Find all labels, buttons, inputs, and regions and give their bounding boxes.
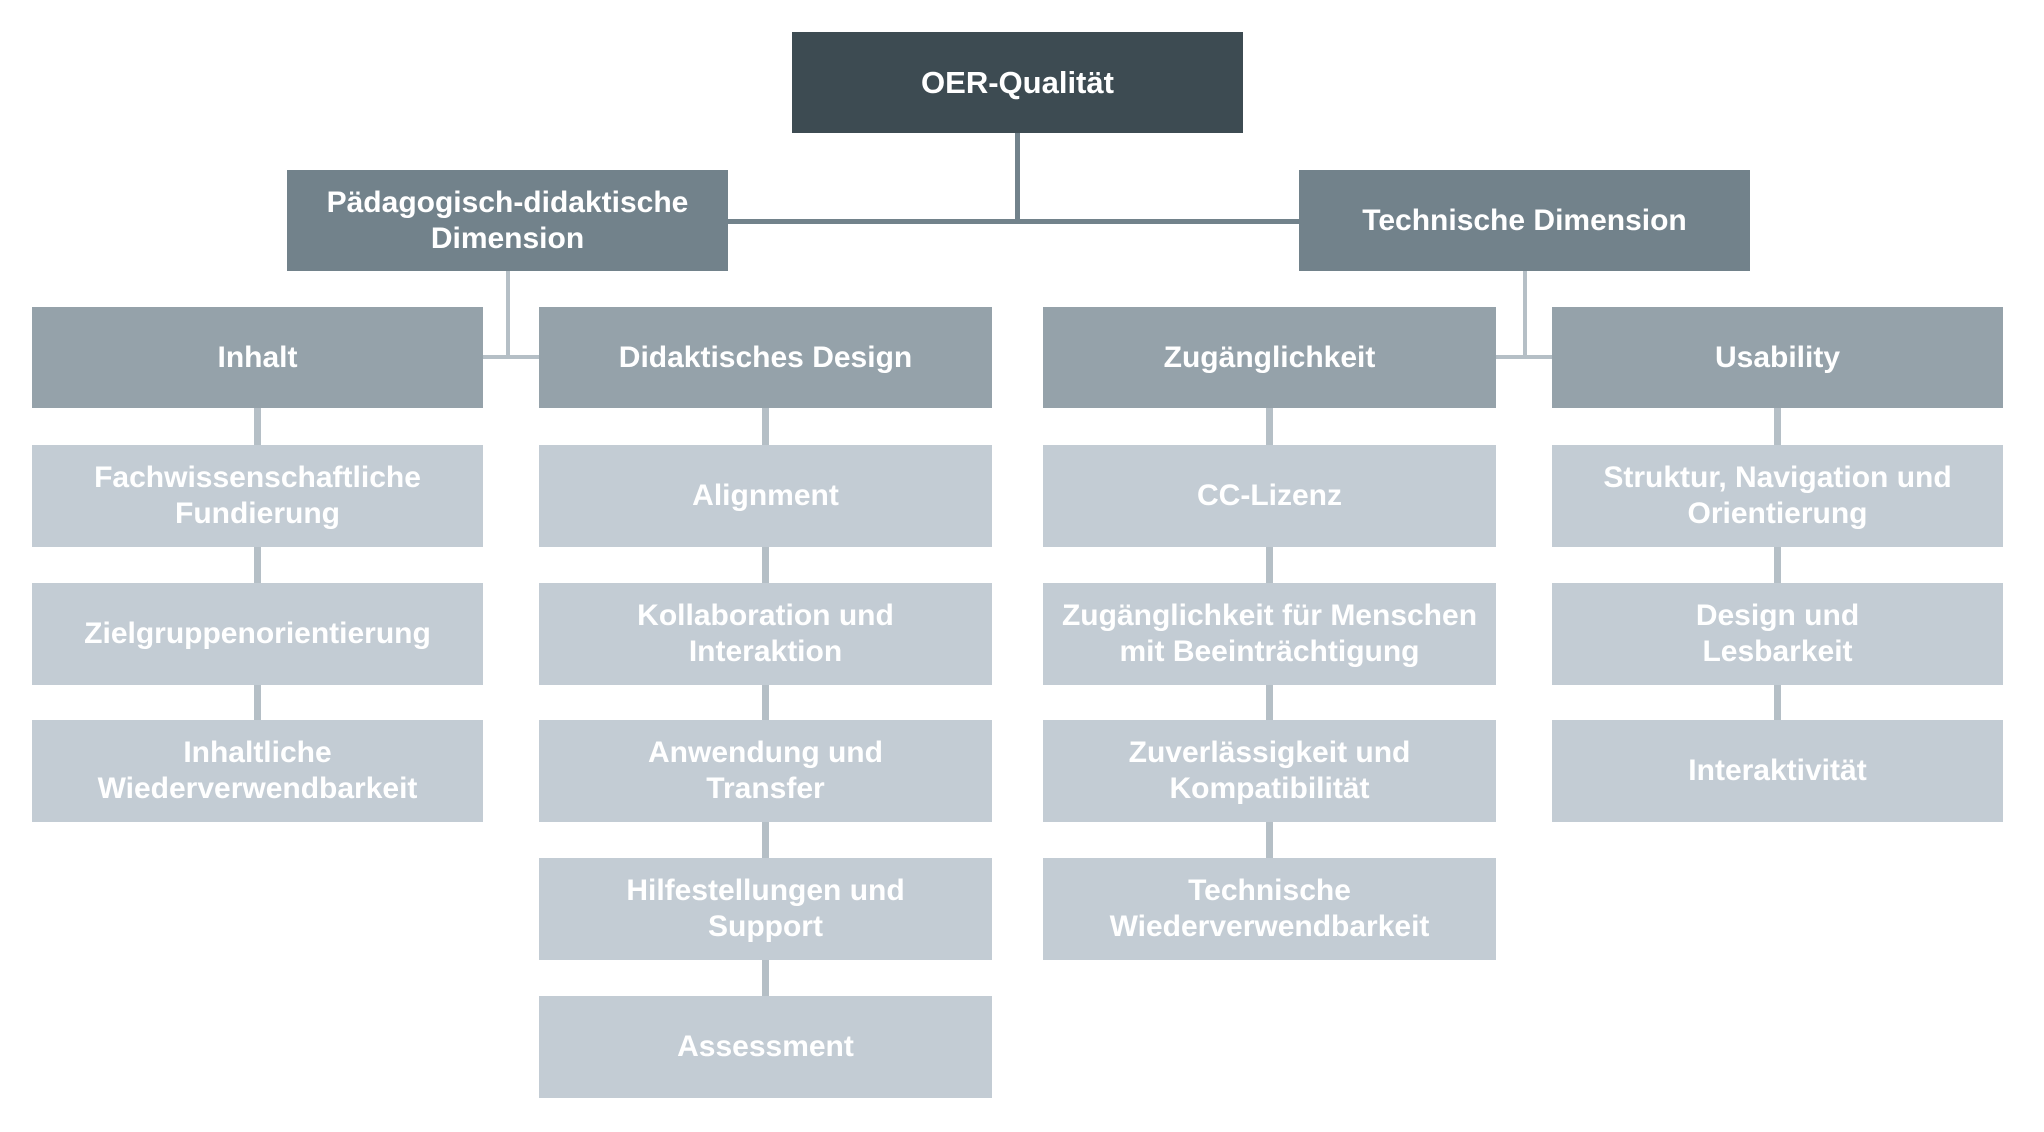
item-box-label: Technische Wiederverwendbarkeit (1109, 874, 1430, 943)
connector-didaktisches-design-1 (762, 408, 769, 445)
item-box-label: Zielgruppenorientierung (84, 617, 431, 650)
category-box-usability: Usability (1552, 307, 2003, 408)
item-box-kollaboration-und-interaktion: Kollaboration und Interaktion (539, 583, 992, 685)
item-box-label: Alignment (692, 479, 839, 512)
item-box-label: Zugänglichkeit für Menschen mit Beeinträ… (1061, 599, 1478, 668)
item-box-interaktivitaet: Interaktivität (1552, 720, 2003, 822)
connector-zugaenglichkeit-3 (1266, 684, 1273, 720)
connector-technisch-horizontal (1496, 355, 1553, 359)
dimension-box-paedagogisch-didaktisch: Pädagogisch-didaktische Dimension (287, 170, 728, 271)
item-box-assessment: Assessment (539, 996, 992, 1098)
item-box-cc-lizenz: CC-Lizenz (1043, 445, 1496, 547)
item-box-label: Interaktivität (1688, 754, 1867, 787)
item-box-zugaenglichkeit-fuer-menschen: Zugänglichkeit für Menschen mit Beeinträ… (1043, 583, 1496, 685)
connector-inhalt-1 (254, 408, 261, 445)
connector-zugaenglichkeit-4 (1266, 822, 1273, 858)
category-box-zugaenglichkeit: Zugänglichkeit (1043, 307, 1496, 408)
connector-didaktisches-design-4 (762, 822, 769, 858)
connector-root-horizontal (728, 219, 1299, 224)
category-box-didaktisches-design: Didaktisches Design (539, 307, 992, 408)
root-box-oer-qualitaet: OER-Qualität (792, 32, 1243, 133)
connector-didaktisches-design-2 (762, 547, 769, 583)
item-box-label: Zuverlässigkeit und Kompatibilität (1128, 736, 1411, 805)
item-box-alignment: Alignment (539, 445, 992, 547)
dimension-box-technisch: Technische Dimension (1299, 170, 1750, 271)
connector-paedagogisch-vertical (506, 271, 510, 359)
item-box-label: Struktur, Navigation und Orientierung (1603, 461, 1952, 530)
connector-root-vertical (1015, 133, 1020, 224)
category-box-label: Zugänglichkeit (1163, 340, 1376, 374)
item-box-label: CC-Lizenz (1197, 479, 1342, 512)
item-box-label: Kollaboration und Interaktion (637, 599, 894, 668)
category-box-inhalt: Inhalt (32, 307, 483, 408)
item-box-label: Design und Lesbarkeit (1695, 599, 1860, 668)
category-box-label: Usability (1714, 340, 1841, 374)
item-box-anwendung-und-transfer: Anwendung und Transfer (539, 720, 992, 822)
connector-technisch-vertical (1523, 271, 1527, 359)
connector-usability-1 (1774, 408, 1781, 445)
item-box-fachwissenschaftliche-fundierung: Fachwissenschaftliche Fundierung (32, 445, 483, 547)
item-box-label: Anwendung und Transfer (648, 736, 883, 805)
category-box-label: Didaktisches Design (618, 340, 913, 374)
item-box-inhaltliche-wiederverwendbarkeit: Inhaltliche Wiederverwendbarkeit (32, 720, 483, 822)
item-box-technische-wiederverwendbarkeit: Technische Wiederverwendbarkeit (1043, 858, 1496, 960)
dimension-box-label: Pädagogisch-didaktische Dimension (326, 185, 689, 255)
item-box-zuverlaessigkeit-und-kompatibilitaet: Zuverlässigkeit und Kompatibilität (1043, 720, 1496, 822)
root-box-label: OER-Qualität (921, 64, 1114, 100)
connector-zugaenglichkeit-2 (1266, 547, 1273, 583)
category-box-label: Inhalt (217, 340, 298, 374)
item-box-zielgruppenorientierung: Zielgruppenorientierung (32, 583, 483, 685)
item-box-label: Inhaltliche Wiederverwendbarkeit (97, 736, 418, 805)
connector-usability-2 (1774, 547, 1781, 583)
connector-usability-3 (1774, 684, 1781, 720)
dimension-box-label: Technische Dimension (1362, 203, 1687, 237)
connector-zugaenglichkeit-1 (1266, 408, 1273, 445)
item-box-label: Fachwissenschaftliche Fundierung (94, 461, 421, 530)
item-box-struktur-navigation-orientierung: Struktur, Navigation und Orientierung (1552, 445, 2003, 547)
connector-paedagogisch-horizontal (483, 355, 539, 359)
item-box-label: Hilfestellungen und Support (626, 874, 905, 943)
connector-didaktisches-design-5 (762, 960, 769, 996)
item-box-hilfestellungen-und-support: Hilfestellungen und Support (539, 858, 992, 960)
item-box-label: Assessment (677, 1030, 854, 1063)
connector-inhalt-2 (254, 547, 261, 583)
connector-didaktisches-design-3 (762, 684, 769, 720)
item-box-design-und-lesbarkeit: Design und Lesbarkeit (1552, 583, 2003, 685)
connector-inhalt-3 (254, 684, 261, 720)
